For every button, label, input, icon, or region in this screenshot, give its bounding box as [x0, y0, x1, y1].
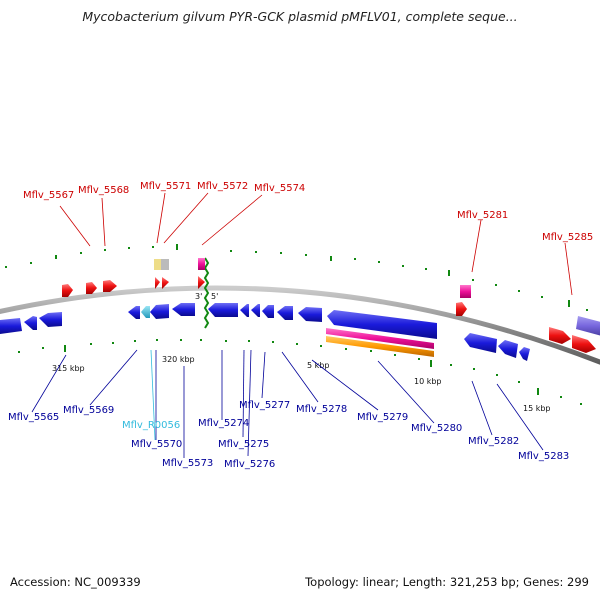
gene-reverse[interactable]: [240, 304, 249, 317]
gene-reverse[interactable]: [298, 307, 322, 322]
gene-forward[interactable]: [456, 302, 467, 316]
gene-forward[interactable]: [162, 277, 169, 289]
tick-label-5kbp: 5 kbp: [307, 361, 329, 370]
gene-label-mflv-5573[interactable]: Mflv_5573: [162, 458, 213, 469]
tick-label-15kbp: 15 kbp: [523, 404, 551, 413]
sequence-end-right: 5': [211, 292, 218, 301]
gene-label-mflv-5279[interactable]: Mflv_5279: [357, 412, 408, 423]
gene-label-mflv-5569[interactable]: Mflv_5569: [63, 405, 114, 416]
gene-reverse[interactable]: [277, 306, 293, 320]
inner-ticks: [18, 339, 582, 405]
map-title: Mycobacterium gilvum PYR-GCK plasmid pMF…: [82, 9, 518, 24]
gene-forward[interactable]: [103, 280, 117, 292]
tick-label-10kbp: 10 kbp: [414, 377, 442, 386]
topology-summary: Topology: linear; Length: 321,253 bp; Ge…: [305, 575, 589, 589]
gene-reverse[interactable]: [327, 310, 437, 339]
sequence-seam: [203, 257, 210, 329]
gene-reverse[interactable]: [519, 347, 530, 361]
forward-label-leaders: [59, 192, 573, 296]
gene-label-mflv-5283[interactable]: Mflv_5283: [518, 451, 569, 462]
gene-reverse[interactable]: [172, 303, 195, 316]
feature-bar-magenta[interactable]: [326, 328, 434, 349]
tick-label-320kbp: 320 kbp: [162, 355, 195, 364]
gene-label-mflv-5278[interactable]: Mflv_5278: [296, 404, 347, 415]
gene-label-mflv-5570[interactable]: Mflv_5570: [131, 439, 182, 450]
gene-label-mflv-5571[interactable]: Mflv_5571: [140, 181, 191, 192]
gene-label-mflv-5572[interactable]: Mflv_5572: [197, 181, 248, 192]
gene-label-mflv-5275[interactable]: Mflv_5275: [218, 439, 269, 450]
gene-reverse[interactable]: [262, 305, 274, 318]
gene-forward-magenta[interactable]: [460, 285, 471, 298]
feature-bars: [326, 328, 434, 357]
gene-label-mflv-5282[interactable]: Mflv_5282: [468, 436, 519, 447]
gene-forward[interactable]: [198, 276, 205, 289]
reverse-label-leaders: [31, 349, 544, 458]
forward-genes: [62, 258, 600, 353]
gene-reverse[interactable]: [251, 304, 260, 317]
gene-label-mflv-5281[interactable]: Mflv_5281: [457, 210, 508, 221]
gene-reverse[interactable]: [150, 304, 169, 319]
sequence-backbone: [0, 285, 600, 365]
gene-forward-purple[interactable]: [576, 316, 600, 336]
outer-ticks: [5, 244, 588, 311]
gene-label-mflv-5276[interactable]: Mflv_5276: [224, 459, 275, 470]
gene-forward-gray[interactable]: [161, 259, 169, 270]
gene-rna[interactable]: [141, 306, 150, 318]
gene-reverse[interactable]: [128, 306, 140, 319]
gene-label-mflv-5277[interactable]: Mflv_5277: [239, 400, 290, 411]
gene-label-mflv-r0056[interactable]: Mflv_R0056: [122, 420, 180, 431]
gene-label-mflv-5567[interactable]: Mflv_5567: [23, 190, 74, 201]
gene-reverse[interactable]: [498, 340, 518, 358]
gene-reverse[interactable]: [24, 316, 37, 330]
gene-forward-magenta[interactable]: [198, 258, 205, 270]
gene-reverse[interactable]: [0, 318, 22, 334]
gene-label-mflv-5565[interactable]: Mflv_5565: [8, 412, 59, 423]
accession-text: Accession: NC_009339: [10, 575, 141, 589]
gene-forward[interactable]: [572, 335, 596, 353]
gene-forward[interactable]: [549, 327, 571, 344]
gene-label-mflv-5274[interactable]: Mflv_5274: [198, 418, 249, 429]
gene-label-mflv-5285[interactable]: Mflv_5285: [542, 232, 593, 243]
gene-forward[interactable]: [62, 284, 73, 297]
gene-label-mflv-5280[interactable]: Mflv_5280: [411, 423, 462, 434]
gene-forward-gray[interactable]: [154, 259, 162, 270]
gene-forward[interactable]: [86, 282, 97, 294]
sequence-end-left: 3': [195, 292, 202, 301]
gene-label-mflv-5568[interactable]: Mflv_5568: [78, 185, 129, 196]
tick-label-315kbp: 315 kbp: [52, 364, 85, 373]
feature-bar-orange[interactable]: [326, 336, 434, 357]
gene-reverse[interactable]: [464, 333, 497, 353]
gene-reverse[interactable]: [39, 312, 62, 327]
gene-label-mflv-5574[interactable]: Mflv_5574: [254, 183, 305, 194]
gene-reverse[interactable]: [208, 303, 238, 317]
reverse-genes: [0, 303, 530, 361]
gene-forward[interactable]: [155, 277, 160, 289]
